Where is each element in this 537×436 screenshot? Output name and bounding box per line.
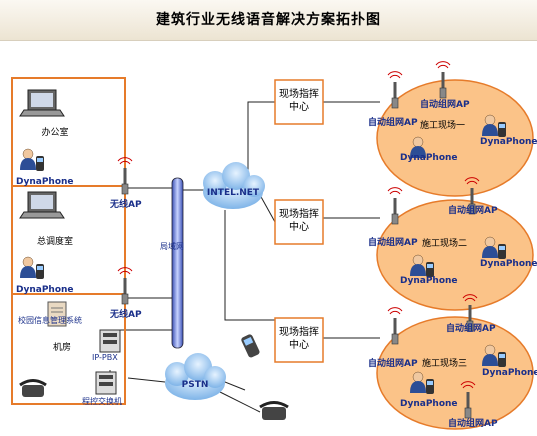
dynaphone-label: DynaPhone bbox=[482, 368, 537, 378]
command-center-box bbox=[274, 317, 324, 363]
command-center-box bbox=[274, 79, 324, 125]
site-name: 施工现场二 bbox=[422, 237, 467, 249]
handset-icon bbox=[498, 352, 506, 367]
internet-cloud: INTEL.NET bbox=[203, 162, 265, 209]
pstn-label: PSTN bbox=[182, 380, 209, 390]
exchange-icon bbox=[95, 371, 117, 395]
ap-label: 自动组网AP bbox=[446, 322, 496, 334]
ap-label: 无线AP bbox=[109, 198, 142, 210]
dispatch-label: 总调度室 bbox=[37, 235, 73, 247]
ap-label: 自动组网AP bbox=[368, 116, 418, 128]
construction-site-1: 自动组网AP 自动组网AP 施工现场一 DynaPhone DynaPhone bbox=[368, 60, 537, 197]
machine-room-label: 机房 bbox=[53, 341, 71, 353]
lan-label: 局域网 bbox=[160, 241, 184, 251]
construction-site-2: 自动组网AP 自动组网AP 施工现场二 DynaPhone DynaPhone bbox=[368, 176, 537, 311]
desk-phone-icon bbox=[259, 401, 289, 420]
dynaphone-label: DynaPhone bbox=[480, 259, 537, 269]
lan-backbone bbox=[171, 177, 184, 349]
ap-label: 自动组网AP bbox=[368, 357, 418, 369]
server-icon bbox=[47, 301, 67, 327]
pbx-icon bbox=[99, 329, 121, 353]
dynaphone-label: DynaPhone bbox=[16, 177, 74, 187]
title-bar: 建筑行业无线语音解决方案拓扑图 bbox=[0, 0, 537, 41]
links bbox=[109, 101, 380, 413]
handset-icon bbox=[36, 264, 44, 279]
desk-phone-icon bbox=[19, 379, 47, 397]
topology-canvas: 办公室 总调度室 DynaPhone DynaPhone 无线AP 无线AP 校… bbox=[11, 60, 537, 430]
dynaphone-label: DynaPhone bbox=[480, 137, 537, 147]
diagram-title: 建筑行业无线语音解决方案拓扑图 bbox=[156, 12, 381, 28]
handset-icon bbox=[498, 244, 506, 259]
pstn-cloud: PSTN bbox=[165, 353, 226, 400]
person-icon bbox=[19, 148, 37, 171]
dynaphone-label: DynaPhone bbox=[16, 285, 74, 295]
laptop-icon bbox=[19, 191, 65, 219]
construction-site-3: 自动组网AP 自动组网AP 自动组网AP 施工现场三 DynaPhone Dyn… bbox=[368, 293, 537, 430]
info-system-label: 校园信息管理系统 bbox=[18, 315, 82, 325]
command-center-box bbox=[274, 199, 324, 245]
handset-icon bbox=[498, 122, 506, 137]
person-icon bbox=[19, 256, 37, 279]
pbx-label: IP-PBX bbox=[92, 353, 118, 362]
laptop-icon bbox=[19, 89, 65, 117]
ap-label: 自动组网AP bbox=[420, 98, 470, 110]
ap-label: 自动组网AP bbox=[448, 204, 498, 216]
handset-icon bbox=[426, 379, 434, 394]
dynaphone-label: DynaPhone bbox=[400, 153, 458, 163]
office-label: 办公室 bbox=[41, 126, 68, 138]
internet-label: INTEL.NET bbox=[207, 188, 260, 198]
site-name: 施工现场一 bbox=[420, 119, 465, 131]
machine-room-box bbox=[11, 293, 126, 405]
command-center-label: 现场指挥中心 bbox=[279, 89, 319, 113]
mobile-phone-icon bbox=[241, 334, 260, 358]
ap-label: 自动组网AP bbox=[368, 236, 418, 248]
exchange-label: 程控交换机 bbox=[82, 396, 122, 406]
handset-icon bbox=[36, 156, 44, 171]
site-name: 施工现场三 bbox=[422, 357, 467, 369]
ap-label: 无线AP bbox=[109, 308, 142, 320]
handset-icon bbox=[426, 262, 434, 277]
command-center-label: 现场指挥中心 bbox=[279, 209, 319, 233]
dynaphone-label: DynaPhone bbox=[400, 399, 458, 409]
command-center-label: 现场指挥中心 bbox=[279, 327, 319, 351]
dynaphone-label: DynaPhone bbox=[400, 276, 458, 286]
ap-label: 自动组网AP bbox=[448, 417, 498, 429]
